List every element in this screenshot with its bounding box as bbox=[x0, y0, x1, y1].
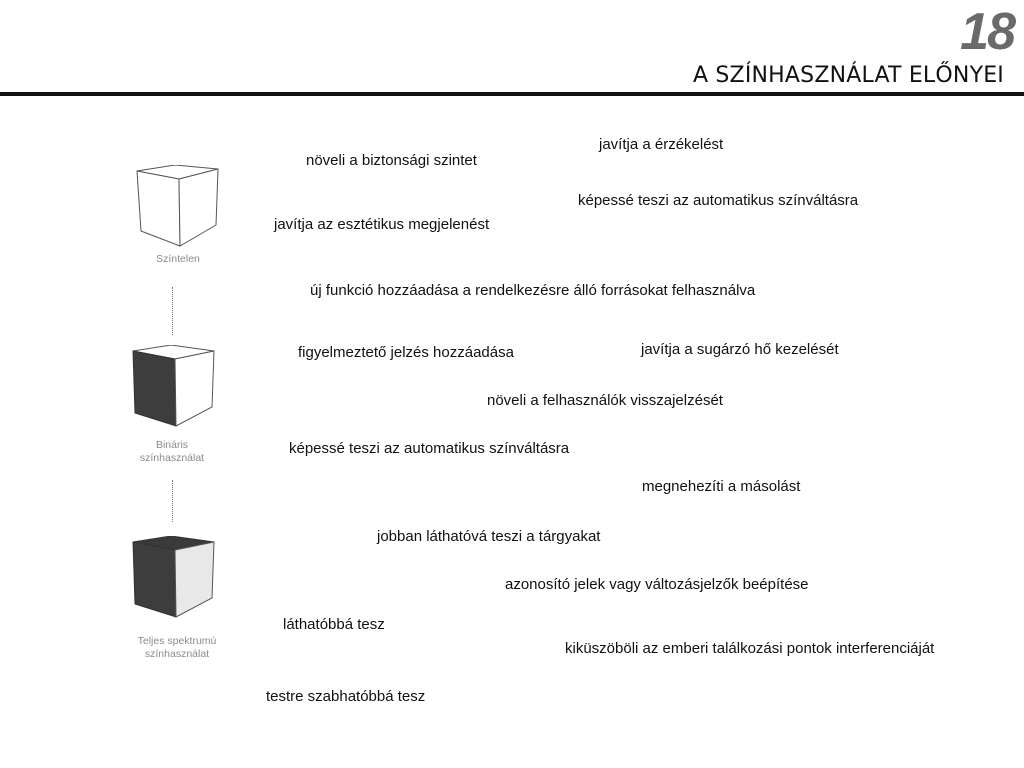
benefit-text: figyelmeztető jelzés hozzáadása bbox=[298, 344, 514, 361]
benefit-text: növeli a biztonsági szintet bbox=[306, 152, 477, 169]
level-caption-line: színhasználat bbox=[144, 648, 210, 660]
benefit-text: növeli a felhasználók visszajelzését bbox=[487, 392, 723, 409]
benefit-text: javítja az esztétikus megjelenést bbox=[274, 216, 490, 233]
benefit-text: azonosító jelek vagy változásjelzők beép… bbox=[505, 576, 809, 593]
benefit-text: képessé teszi az automatikus színváltásr… bbox=[578, 192, 859, 209]
benefit-text: javítja a érzékelést bbox=[599, 136, 724, 153]
level-caption-line: Teljes spektrumú bbox=[137, 635, 217, 647]
benefit-text: javítja a sugárzó hő kezelését bbox=[641, 341, 839, 358]
binary-color-cube-icon bbox=[132, 345, 215, 427]
benefit-text: jobban láthatóvá teszi a tárgyakat bbox=[377, 528, 601, 545]
benefit-text: testre szabhatóbbá tesz bbox=[266, 688, 426, 705]
benefit-text: megnehezíti a másolást bbox=[642, 478, 801, 495]
level-caption-binary: Bináris színhasználat bbox=[102, 439, 242, 465]
level-caption-colorless: Színtelen bbox=[156, 253, 200, 265]
level-connector bbox=[172, 480, 173, 522]
benefit-text: képessé teszi az automatikus színváltásr… bbox=[289, 440, 570, 457]
benefit-text: láthatóbbá tesz bbox=[283, 616, 385, 633]
benefit-text: új funkció hozzáadása a rendelkezésre ál… bbox=[310, 282, 756, 299]
level-caption-full-spectrum: Teljes spektrumú színhasználat bbox=[107, 635, 247, 661]
header-divider bbox=[0, 92, 1024, 96]
full-spectrum-cube-icon bbox=[132, 536, 215, 618]
level-caption-line: színhasználat bbox=[139, 452, 205, 464]
slide-title: A SZÍNHASZNÁLAT ELŐNYEI bbox=[692, 63, 1004, 88]
level-connector bbox=[172, 287, 173, 335]
page-number: 18 bbox=[960, 3, 1016, 61]
colorless-cube-icon bbox=[136, 165, 219, 247]
benefit-text: kiküszöböli az emberi találkozási pontok… bbox=[565, 640, 935, 657]
level-caption-line: Bináris bbox=[155, 439, 189, 451]
